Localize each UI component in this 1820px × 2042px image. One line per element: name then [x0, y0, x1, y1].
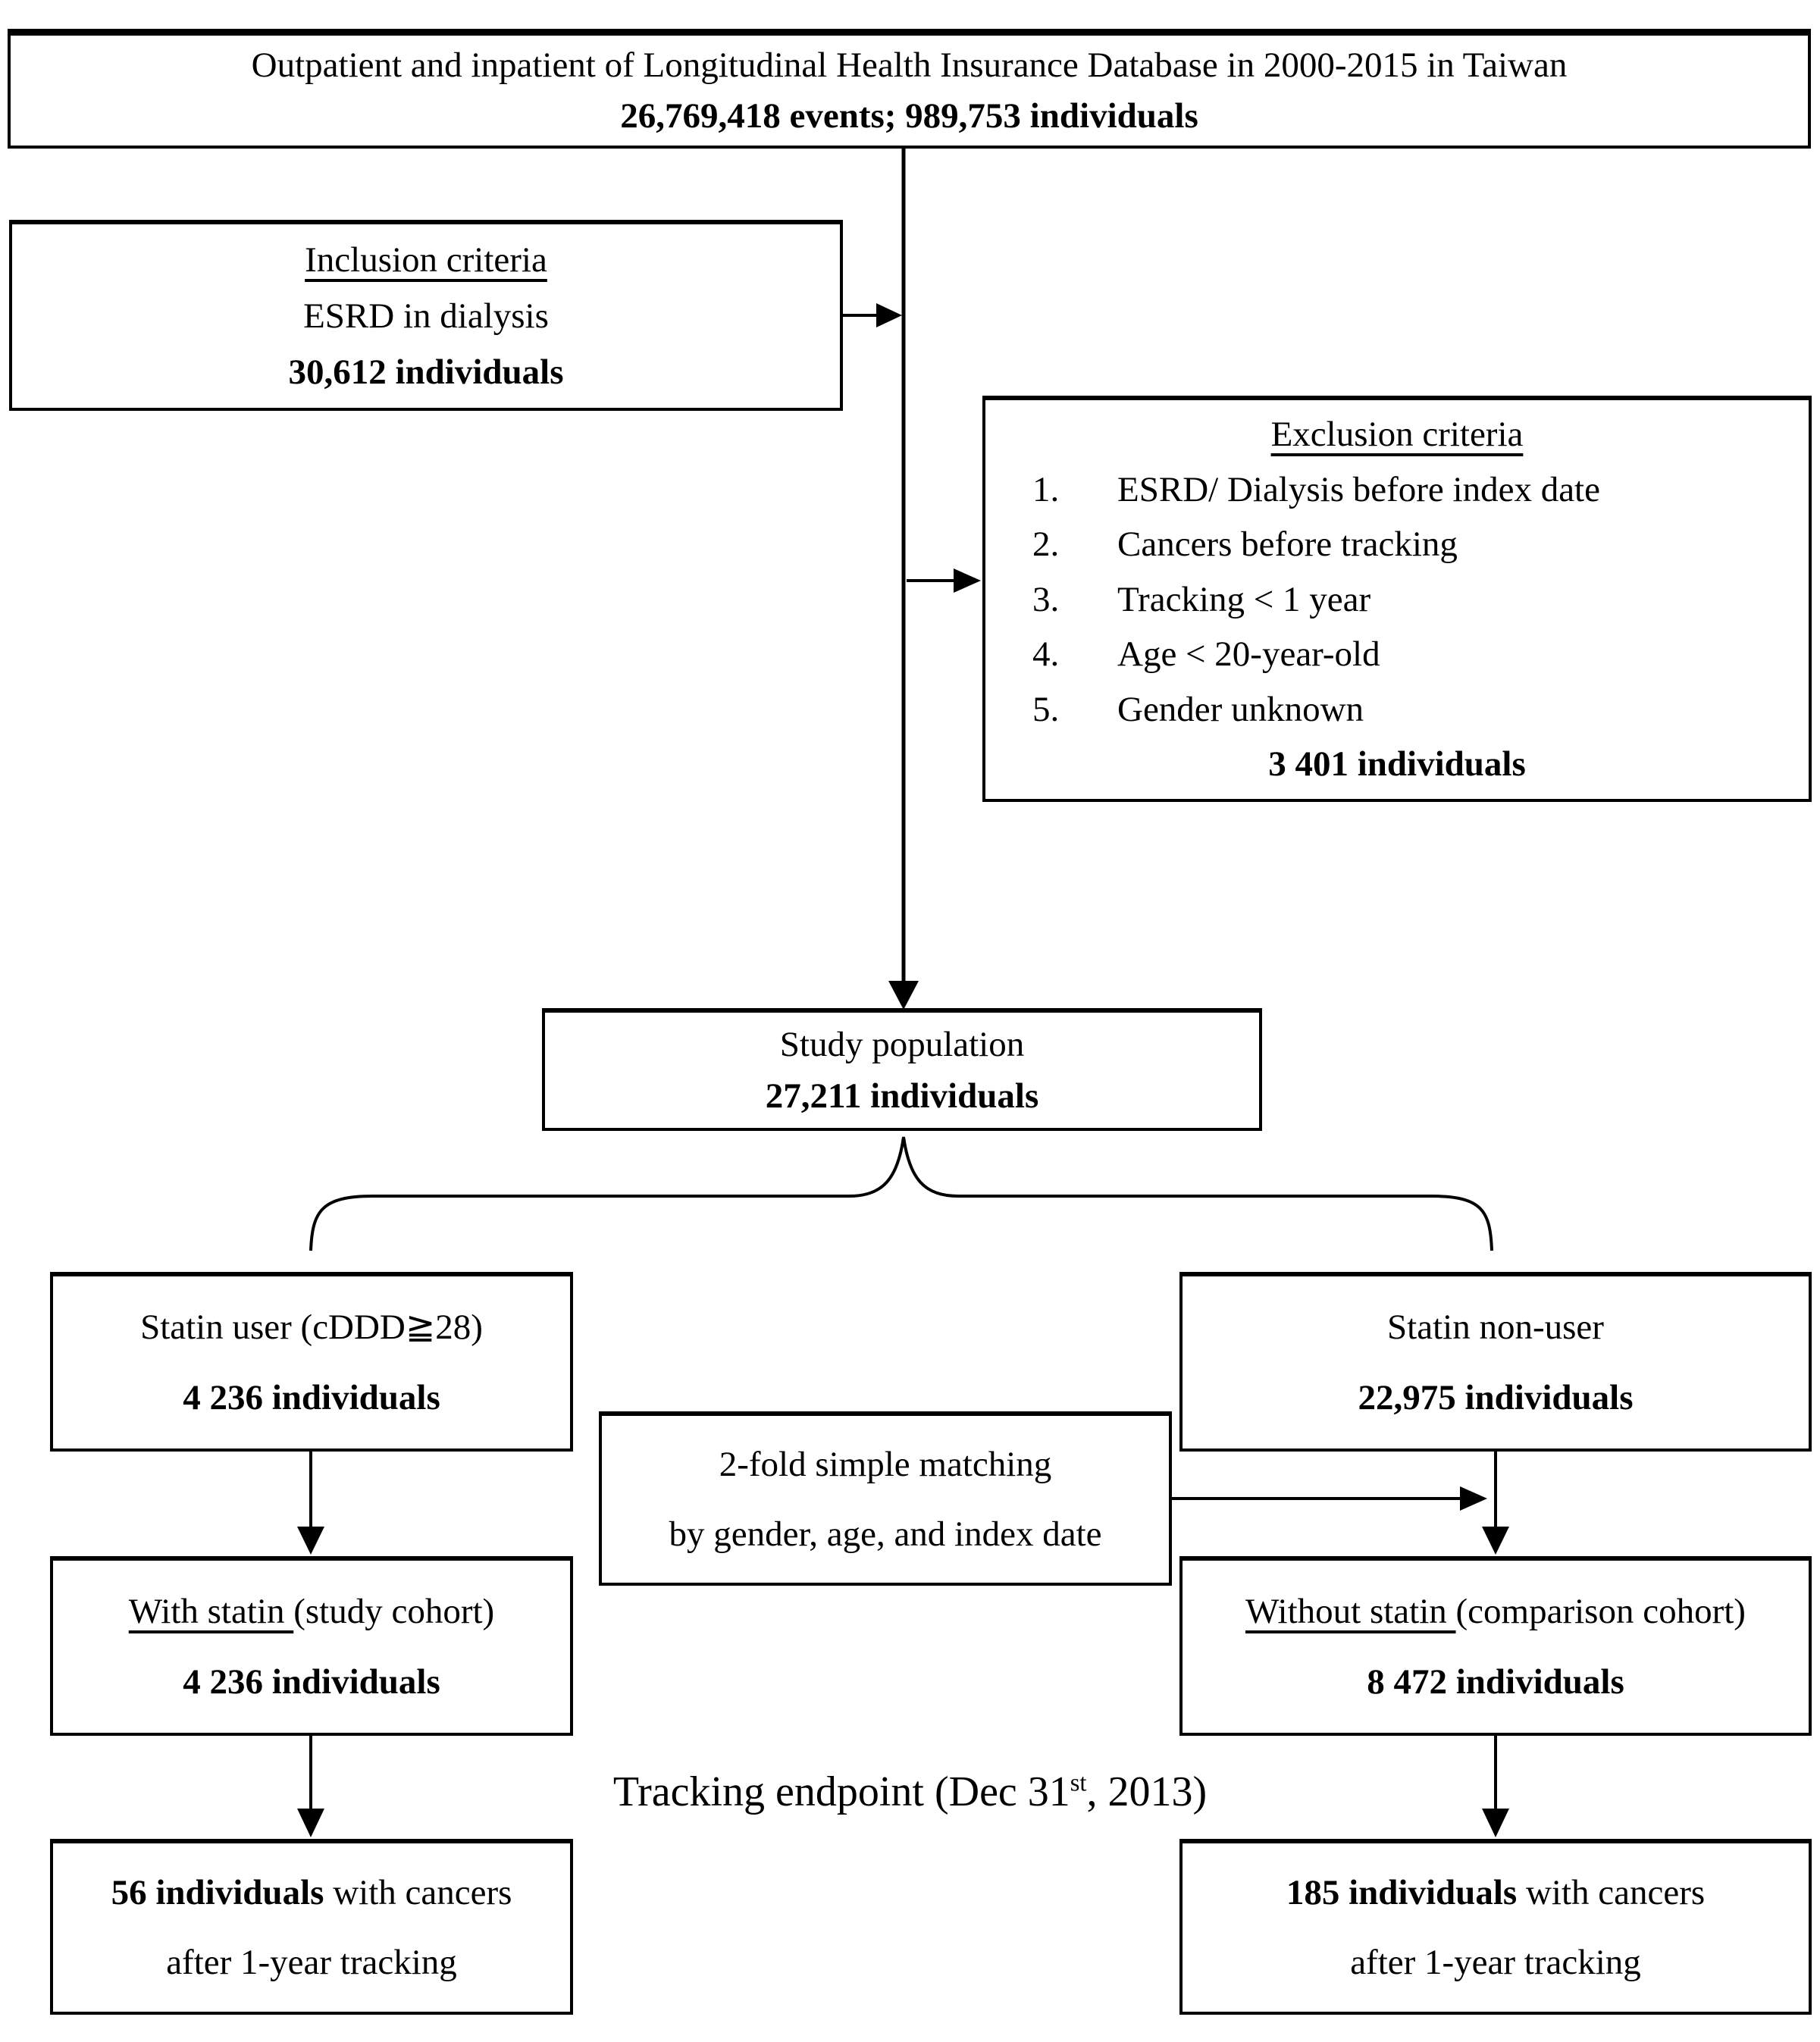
statin-nonuser-label: Statin non-user: [1387, 1307, 1604, 1347]
source-database-stats: 26,769,418 events; 989,753 individuals: [620, 96, 1198, 136]
exclusion-item-text: Tracking < 1 year: [1117, 579, 1371, 619]
cancers-comparison-cohort-line2: after 1-year tracking: [1350, 1942, 1641, 1982]
with-statin-box: With statin (study cohort) 4 236 individ…: [50, 1556, 573, 1736]
exclusion-item: 5. Gender unknown: [985, 689, 1809, 730]
with-statin-count: 4 236 individuals: [183, 1662, 440, 1702]
statin-nonuser-box: Statin non-user 22,975 individuals: [1179, 1272, 1812, 1452]
statin-nonuser-count: 22,975 individuals: [1358, 1378, 1634, 1418]
cancers-study-cohort-rest: with cancers: [324, 1872, 512, 1912]
with-statin-label: With statin (study cohort): [129, 1591, 494, 1632]
cancers-comparison-cohort-line1: 185 individuals with cancers: [1286, 1872, 1705, 1913]
exclusion-item-number: 5.: [1032, 689, 1060, 729]
exclusion-criteria-title: Exclusion criteria: [1270, 415, 1524, 455]
inclusion-count: 30,612 individuals: [288, 352, 564, 392]
source-database-title: Outpatient and inpatient of Longitudinal…: [251, 45, 1568, 86]
cancers-study-cohort-line2: after 1-year tracking: [166, 1942, 457, 1982]
study-population-count: 27,211 individuals: [765, 1076, 1039, 1117]
without-statin-label-underlined: Without statin: [1245, 1591, 1456, 1631]
exclusion-item-text: Gender unknown: [1117, 689, 1364, 729]
exclusion-item: 4. Age < 20-year-old: [985, 634, 1809, 675]
exclusion-item-number: 4.: [1032, 634, 1060, 675]
exclusion-item-number: 1.: [1032, 469, 1060, 509]
exclusion-item-text: Age < 20-year-old: [1117, 634, 1380, 675]
center-flow-arrowhead-icon: [888, 981, 919, 1010]
without-statin-label: Without statin (comparison cohort): [1245, 1591, 1746, 1632]
exclusion-count: 3 401 individuals: [1268, 744, 1526, 785]
with-statin-label-underlined: With statin: [128, 1591, 294, 1631]
cancers-comparison-cohort-rest: with cancers: [1517, 1872, 1706, 1912]
study-population-box: Study population 27,211 individuals: [542, 1008, 1262, 1131]
exclusion-item: 3. Tracking < 1 year: [985, 579, 1809, 620]
tracking-endpoint-post: , 2013): [1086, 1768, 1208, 1815]
statin-user-label: Statin user (cDDD≧28): [140, 1307, 483, 1347]
exclusion-item-number: 3.: [1032, 579, 1060, 619]
tracking-endpoint-pre: Tracking endpoint (Dec 31: [612, 1768, 1070, 1815]
matching-arrowhead-icon: [1460, 1486, 1487, 1511]
matching-line2: by gender, age, and index date: [669, 1514, 1102, 1554]
tracking-endpoint-label: Tracking endpoint (Dec 31st, 2013): [0, 1768, 1820, 1816]
cancers-study-cohort-count: 56 individuals: [111, 1872, 324, 1912]
matching-line1: 2-fold simple matching: [719, 1445, 1052, 1485]
split-brace: [309, 1136, 1493, 1251]
inclusion-criteria-box: Inclusion criteria ESRD in dialysis 30,6…: [9, 220, 843, 411]
exclusion-criteria-box: Exclusion criteria 1. ESRD/ Dialysis befo…: [982, 396, 1812, 802]
cancers-comparison-cohort-count: 185 individuals: [1286, 1872, 1518, 1912]
exclusion-item-text: ESRD/ Dialysis before index date: [1117, 469, 1600, 509]
inclusion-criteria-text: ESRD in dialysis: [303, 296, 549, 336]
source-database-box: Outpatient and inpatient of Longitudinal…: [8, 29, 1811, 149]
exclusion-item: 2. Cancers before tracking: [985, 524, 1809, 565]
exclusion-item-number: 2.: [1032, 525, 1060, 565]
statin-user-box: Statin user (cDDD≧28) 4 236 individuals: [50, 1272, 573, 1452]
without-statin-box: Without statin (comparison cohort) 8 472…: [1179, 1556, 1812, 1736]
without-statin-count: 8 472 individuals: [1367, 1662, 1624, 1702]
study-population-label: Study population: [779, 1024, 1025, 1064]
cancers-study-cohort-box: 56 individuals with cancers after 1-year…: [50, 1839, 573, 2015]
statin-user-count: 4 236 individuals: [183, 1378, 440, 1418]
matching-box: 2-fold simple matching by gender, age, a…: [599, 1411, 1172, 1586]
with-statin-label-rest: (study cohort): [293, 1591, 495, 1631]
without-statin-label-rest: (comparison cohort): [1455, 1591, 1746, 1631]
tracking-endpoint-sup: st: [1070, 1769, 1087, 1797]
inclusion-criteria-title: Inclusion criteria: [305, 240, 547, 280]
cancers-study-cohort-line1: 56 individuals with cancers: [111, 1872, 512, 1913]
statin-user-down-arrowhead-icon: [297, 1527, 324, 1555]
exclusion-arrowhead-icon: [954, 568, 981, 593]
exclusion-item: 1. ESRD/ Dialysis before index date: [985, 469, 1809, 510]
inclusion-arrowhead-icon: [876, 303, 902, 327]
cancers-comparison-cohort-box: 185 individuals with cancers after 1-yea…: [1179, 1839, 1812, 2015]
statin-nonuser-down-arrowhead-icon: [1482, 1527, 1509, 1555]
exclusion-item-text: Cancers before tracking: [1117, 525, 1458, 565]
